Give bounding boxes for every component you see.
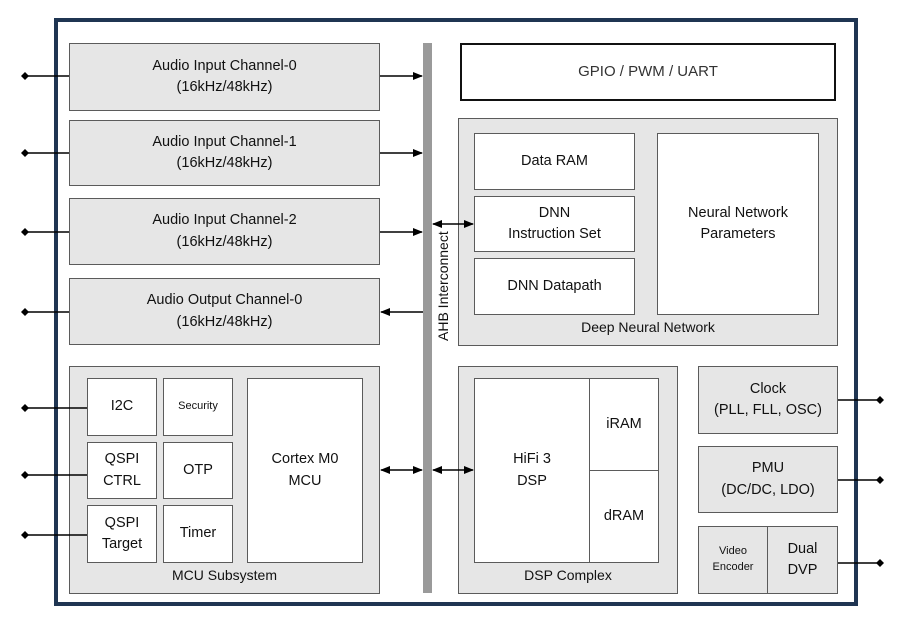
pin-marker-audio-in-1: [21, 149, 29, 157]
pmu-block: PMU (DC/DC, LDO): [698, 446, 838, 513]
pin-marker-i2c: [21, 404, 29, 412]
audio-input-channel-1: Audio Input Channel-1 (16kHz/48kHz): [69, 120, 380, 186]
pin-marker-qspi-ctrl: [21, 471, 29, 479]
audio-output-channel-0-rate: (16kHz/48kHz): [176, 313, 273, 330]
audio-input-channel-2-title: Audio Input Channel-2: [152, 212, 297, 229]
qspi-ctrl-block: QSPI CTRL: [87, 442, 157, 499]
iram-block: iRAM: [589, 378, 659, 471]
pin-marker-audio-in-2: [21, 228, 29, 236]
qspi-target-block: QSPI Target: [87, 505, 157, 563]
hifi3-dsp: HiFi 3 DSP: [474, 378, 590, 563]
dnn-data-ram: Data RAM: [474, 133, 635, 190]
pin-marker-audio-out-0: [21, 308, 29, 316]
gpio-pwm-uart-block: GPIO / PWM / UART: [460, 43, 836, 101]
ahb-interconnect-bus: [423, 43, 432, 593]
mcu-subsystem-label: MCU Subsystem: [171, 567, 278, 583]
dnn-group-label: Deep Neural Network: [581, 319, 715, 335]
audio-input-channel-0: Audio Input Channel-0 (16kHz/48kHz): [69, 43, 380, 111]
clock-detail: (PLL, FLL, OSC): [714, 402, 822, 418]
audio-output-channel-0: Audio Output Channel-0 (16kHz/48kHz): [69, 278, 380, 345]
i2c-block: I2C: [87, 378, 157, 436]
otp-block: OTP: [163, 442, 233, 499]
pin-marker-clock: [876, 396, 884, 404]
audio-input-channel-0-title: Audio Input Channel-0: [152, 57, 297, 74]
dram-block: dRAM: [589, 470, 659, 563]
pin-marker-dvp: [876, 559, 884, 567]
pin-marker-pmu: [876, 476, 884, 484]
dnn-datapath: DNN Datapath: [474, 258, 635, 315]
clock-title: Clock: [749, 380, 787, 397]
clock-block: Clock (PLL, FLL, OSC): [698, 366, 838, 434]
pin-marker-qspi-target: [21, 531, 29, 539]
audio-input-channel-2-rate: (16kHz/48kHz): [176, 233, 273, 250]
neural-network-parameters: Neural Network Parameters: [657, 133, 819, 315]
pin-marker-audio-in-0: [21, 72, 29, 80]
audio-input-channel-2: Audio Input Channel-2 (16kHz/48kHz): [69, 198, 380, 265]
pmu-title: PMU: [751, 460, 785, 477]
audio-input-channel-1-title: Audio Input Channel-1: [152, 133, 297, 150]
audio-output-channel-0-title: Audio Output Channel-0: [146, 292, 303, 309]
audio-input-channel-1-rate: (16kHz/48kHz): [176, 155, 273, 171]
security-block: Security: [163, 378, 233, 436]
ahb-interconnect-label: AHB Interconnect: [435, 231, 451, 341]
dnn-instruction-set: DNN Instruction Set: [474, 196, 635, 252]
cortex-m0-mcu: Cortex M0 MCU: [247, 378, 363, 563]
timer-block: Timer: [163, 505, 233, 563]
pmu-detail: (DC/DC, LDO): [721, 481, 815, 498]
audio-input-channel-0-rate: (16kHz/48kHz): [176, 79, 273, 95]
dual-dvp-block: Dual DVP: [767, 526, 838, 594]
dsp-complex-label: DSP Complex: [524, 567, 612, 583]
video-encoder-block: Video Encoder: [698, 526, 768, 594]
